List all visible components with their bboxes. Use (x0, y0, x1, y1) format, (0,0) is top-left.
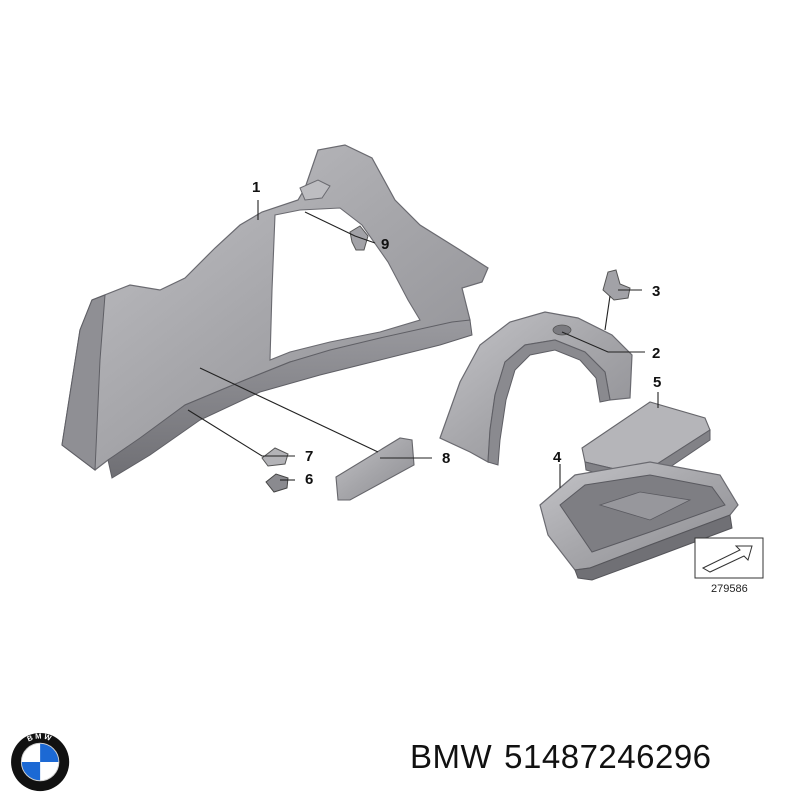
part-caption: BMW 51487246296 (410, 738, 724, 776)
callout-4: 4 (553, 449, 562, 466)
brand-name: BMW (410, 738, 493, 775)
callout-2: 2 (652, 345, 660, 362)
bmw-logo-icon: BMW (11, 732, 70, 792)
wheel-arch-cover (439, 311, 633, 466)
callout-1: 1 (252, 179, 260, 196)
callout-6: 6 (305, 471, 313, 488)
reference-box: 279586 (694, 537, 764, 595)
hook-part-9 (349, 225, 369, 251)
callout-8: 8 (442, 450, 450, 467)
nut-part-6 (265, 473, 289, 493)
part-number: 51487246296 (504, 738, 712, 775)
callout-7: 7 (305, 448, 313, 465)
logo-letters: BMW (26, 732, 53, 744)
trim-strip (335, 437, 415, 501)
reference-number: 279586 (711, 583, 748, 595)
svg-text:BMW: BMW (26, 732, 55, 744)
side-trim-panel (61, 144, 489, 479)
leader-lines (187, 200, 659, 488)
clip-part-3 (602, 269, 631, 301)
direction-arrow-icon (701, 545, 753, 573)
callout-5: 5 (653, 374, 661, 391)
clip-part-7 (261, 447, 289, 467)
callout-3: 3 (652, 283, 660, 300)
callout-9: 9 (381, 236, 389, 253)
storage-tray (539, 461, 739, 581)
